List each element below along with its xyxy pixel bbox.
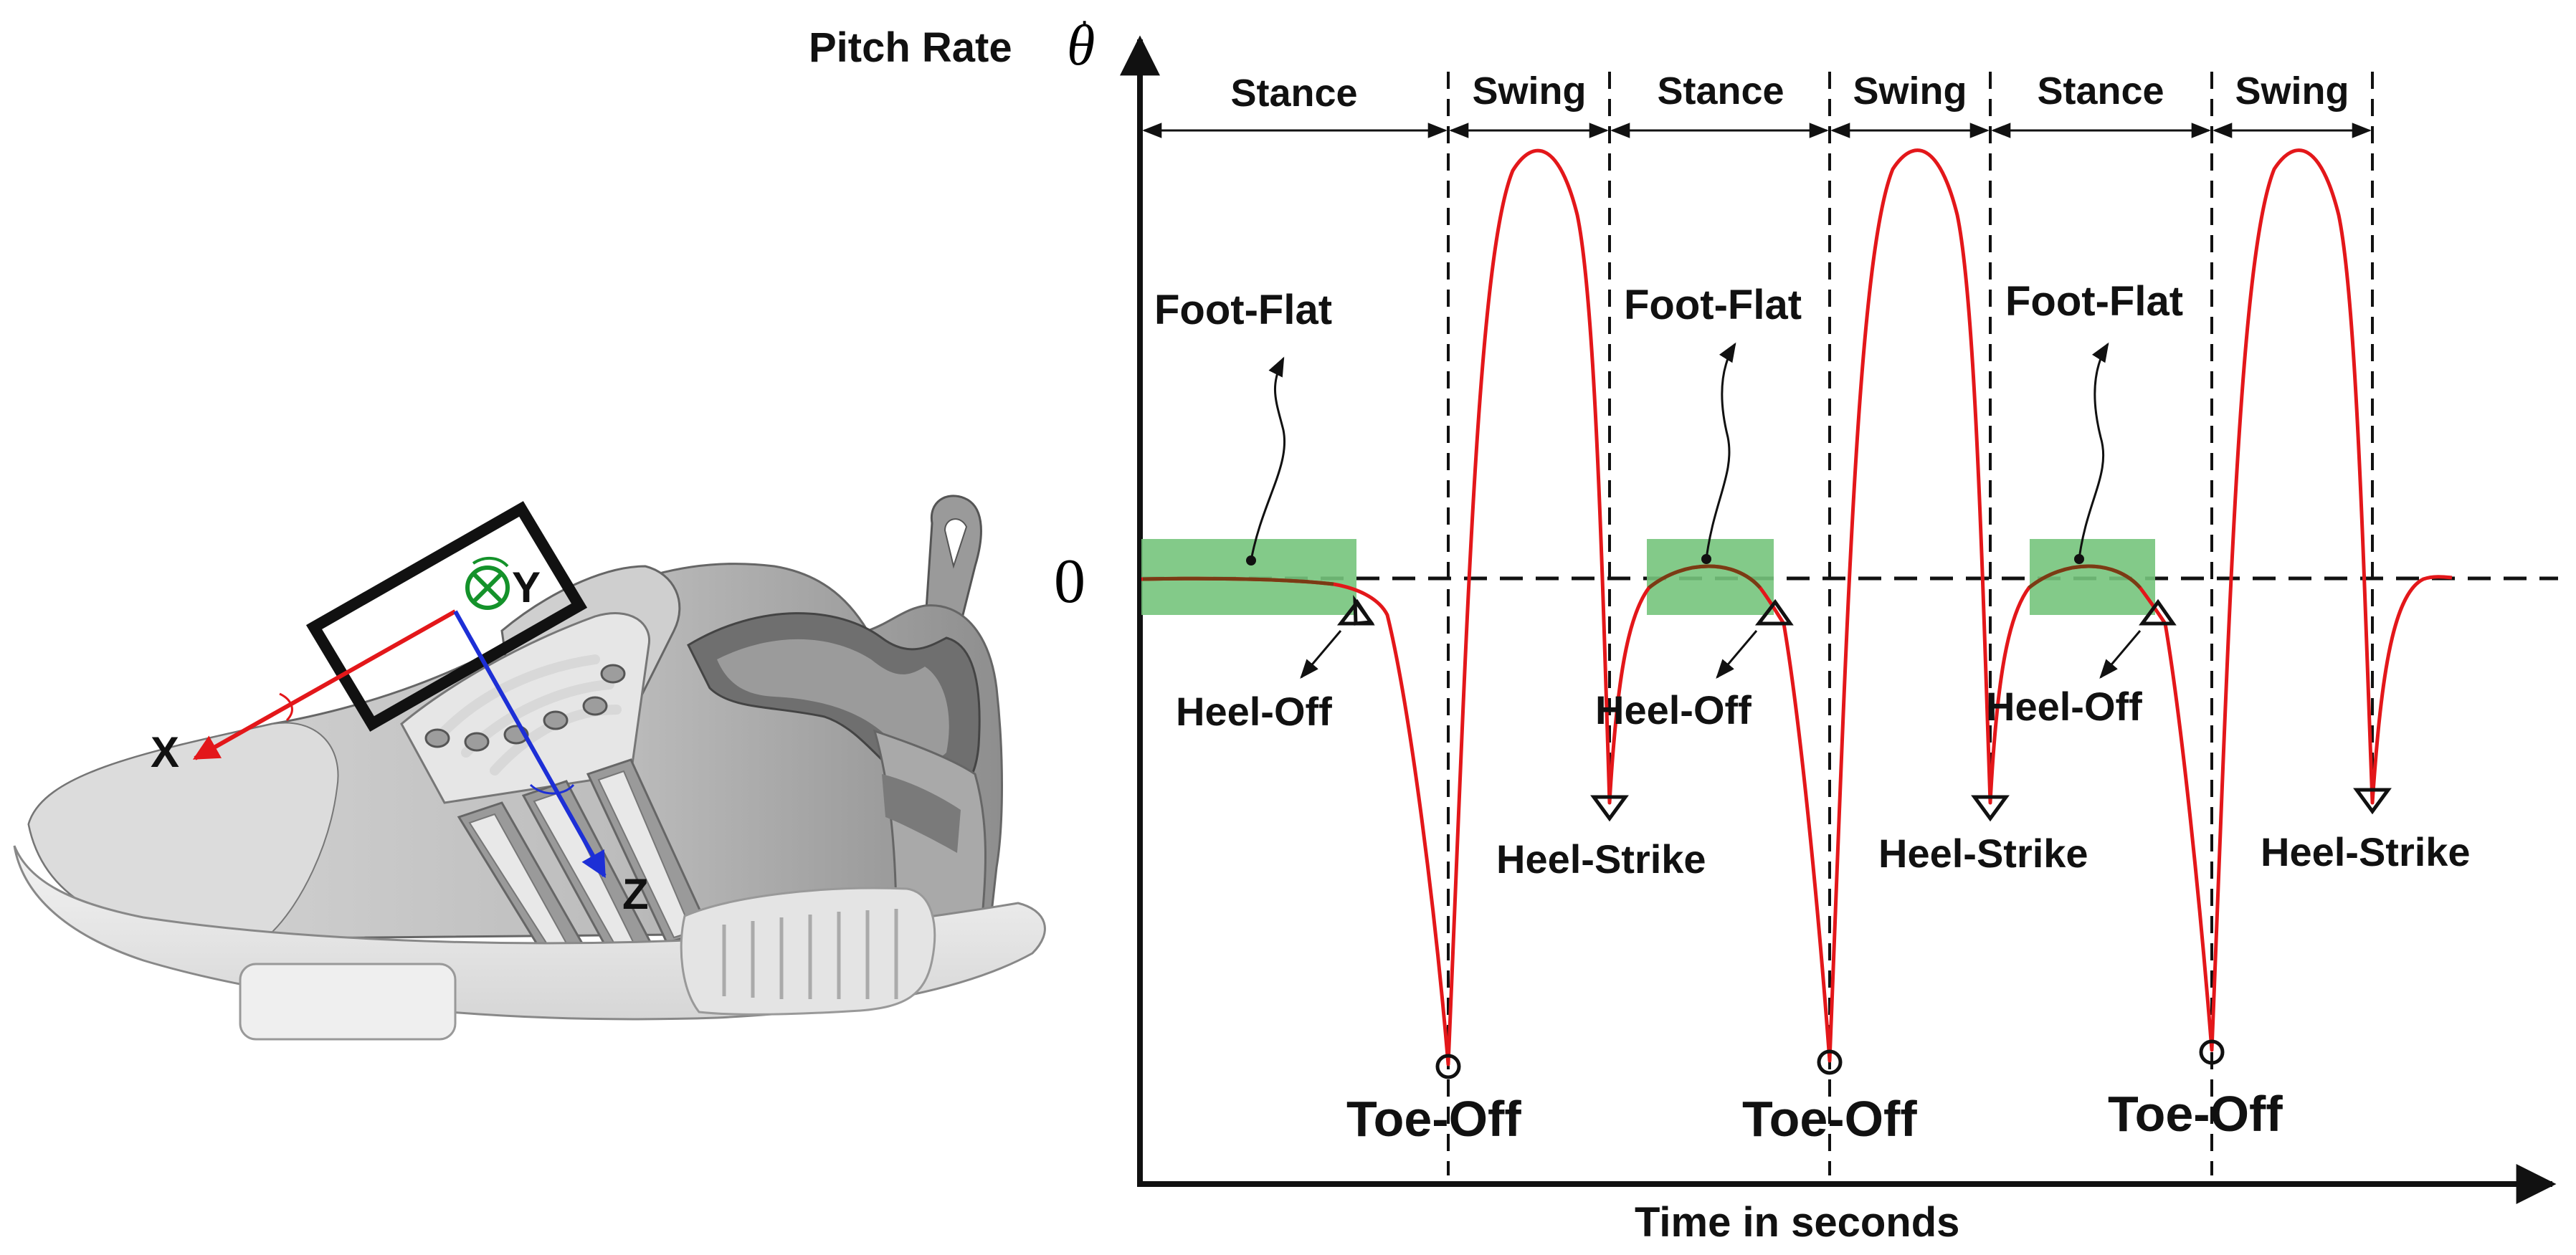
toe-off-circle-icon <box>2199 1039 2225 1065</box>
foot-flat-curve-2 <box>1648 564 1762 589</box>
phase-label-stance-1: Stance <box>1230 72 1357 115</box>
toe-off-label-1: Toe-Off <box>1346 1091 1521 1147</box>
axis-y-symbol <box>465 557 510 610</box>
event-markers <box>1336 595 2392 1079</box>
pitch-rate-signal <box>1141 148 2453 1066</box>
heel-off-triangle-icon <box>1336 595 1375 626</box>
foot-flat-curve-1 <box>1142 576 1334 586</box>
toe-off-label-3: Toe-Off <box>2108 1086 2283 1142</box>
phase-boundaries <box>1447 72 2374 1175</box>
shoe-axes: X Y Z <box>151 557 649 918</box>
rotation-arrow-icon <box>529 783 575 795</box>
y-axis-symbol: θ <box>1067 14 1095 77</box>
axis-x-arrow <box>192 609 457 760</box>
heel-strike-label-2: Heel-Strike <box>1878 831 2088 876</box>
toe-off-label-2: Toe-Off <box>1742 1091 1917 1147</box>
foot-flat-label-1: Foot-Flat <box>1154 287 1332 333</box>
heel-strike-triangle-icon <box>1971 795 2010 822</box>
heel-off-label-1: Heel-Off <box>1176 689 1332 734</box>
axis-y-label: Y <box>512 563 541 611</box>
rotation-arrow-icon <box>279 692 293 722</box>
phase-label-stance-3: Stance <box>2037 70 2164 113</box>
foot-flat-curves <box>1142 564 2142 589</box>
y-axis-symbol-dot: · <box>1080 5 1089 37</box>
heel-strike-label-3: Heel-Strike <box>2261 829 2471 874</box>
x-axis-label: Time in seconds <box>1635 1199 1959 1246</box>
heel-off-label-2: Heel-Off <box>1595 687 1752 733</box>
foot-flat-band-3 <box>2030 539 2155 615</box>
heel-strike-triangle-icon <box>1590 795 1629 822</box>
foot-flat-label-2: Foot-Flat <box>1624 282 1802 328</box>
axis-z-arrow <box>453 610 607 879</box>
axis-x-label: X <box>151 728 179 776</box>
toe-off-circle-icon <box>1817 1049 1843 1075</box>
phase-label-swing-1: Swing <box>1473 70 1587 113</box>
heel-strike-triangle-icon <box>2353 788 2392 815</box>
shoe-illustration <box>13 495 1046 1041</box>
phase-label-swing-2: Swing <box>1853 70 1967 113</box>
heel-strike-label-1: Heel-Strike <box>1496 836 1706 882</box>
phase-label-stance-2: Stance <box>1657 70 1784 113</box>
foot-flat-curve-3 <box>2028 564 2142 589</box>
imu-sensor-box <box>305 501 588 732</box>
phase-label-swing-3: Swing <box>2235 70 2349 113</box>
y-axis-label: Pitch Rate <box>809 24 1012 71</box>
heel-off-triangle-icon <box>2139 598 2177 626</box>
axis-z-label: Z <box>622 870 649 918</box>
heel-off-pointers <box>1300 630 2142 679</box>
gait-chart: Pitch Rate θ · Time in seconds 0 Stance <box>809 5 2558 1246</box>
heel-off-label-3: Heel-Off <box>1986 684 2142 729</box>
foot-flat-annotations <box>1250 342 2109 561</box>
heel-off-triangle-icon <box>1754 598 1794 626</box>
foot-flat-label-3: Foot-Flat <box>2005 278 2183 325</box>
zero-label: 0 <box>1054 547 1085 616</box>
toe-off-circle-icon <box>1435 1054 1461 1079</box>
